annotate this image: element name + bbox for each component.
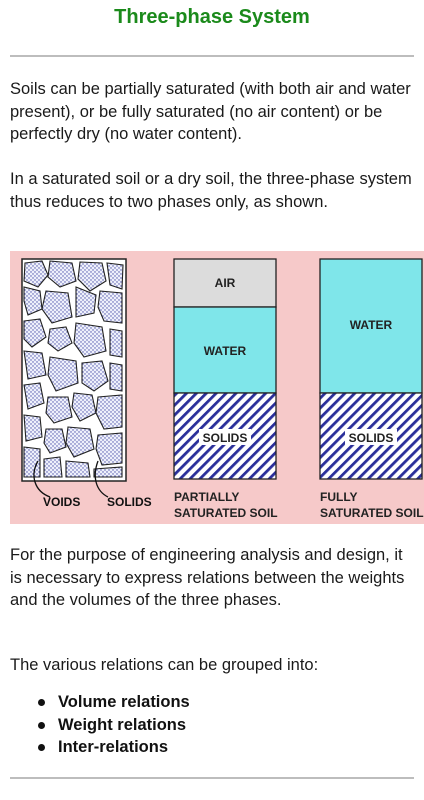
solids-full-label: SOLIDS [349,431,394,445]
solids-partial-label: SOLIDS [203,431,248,445]
list-item-inter: Inter-relations [38,736,190,759]
fully-saturated-column [319,258,423,480]
caption-partial-line2: SATURATED SOIL [174,506,278,520]
relations-list: Volume relations Weight relations Inter-… [38,691,190,759]
water-full-label: WATER [350,318,393,332]
paragraph-two-phase: In a saturated soil or a dry soil, the t… [10,170,412,211]
paragraph-engineering: For the purpose of engineering analysis … [10,546,405,609]
soil-grain-sample [21,258,127,482]
list-item-weight: Weight relations [38,714,190,737]
paragraph-grouping: The various relations can be grouped int… [10,656,319,674]
caption-full-line2: SATURATED SOIL [320,506,424,520]
voids-label: VOIDS [43,495,80,509]
title-divider [10,55,414,57]
list-item-volume: Volume relations [38,691,190,714]
bottom-divider [10,777,414,779]
page-title: Three-phase System [114,6,310,28]
caption-partial-line1: PARTIALLY [174,490,239,504]
air-label: AIR [215,276,236,290]
partially-saturated-column [173,258,277,480]
paragraph-saturation: Soils can be partially saturated (with b… [10,80,411,143]
solids-grain-label: SOLIDS [107,495,152,509]
three-phase-figure: VOIDS SOLIDS AIR WATER SOLIDS PARTIALLY … [10,251,424,524]
caption-full-line1: FULLY [320,490,358,504]
water-partial-label: WATER [204,344,247,358]
